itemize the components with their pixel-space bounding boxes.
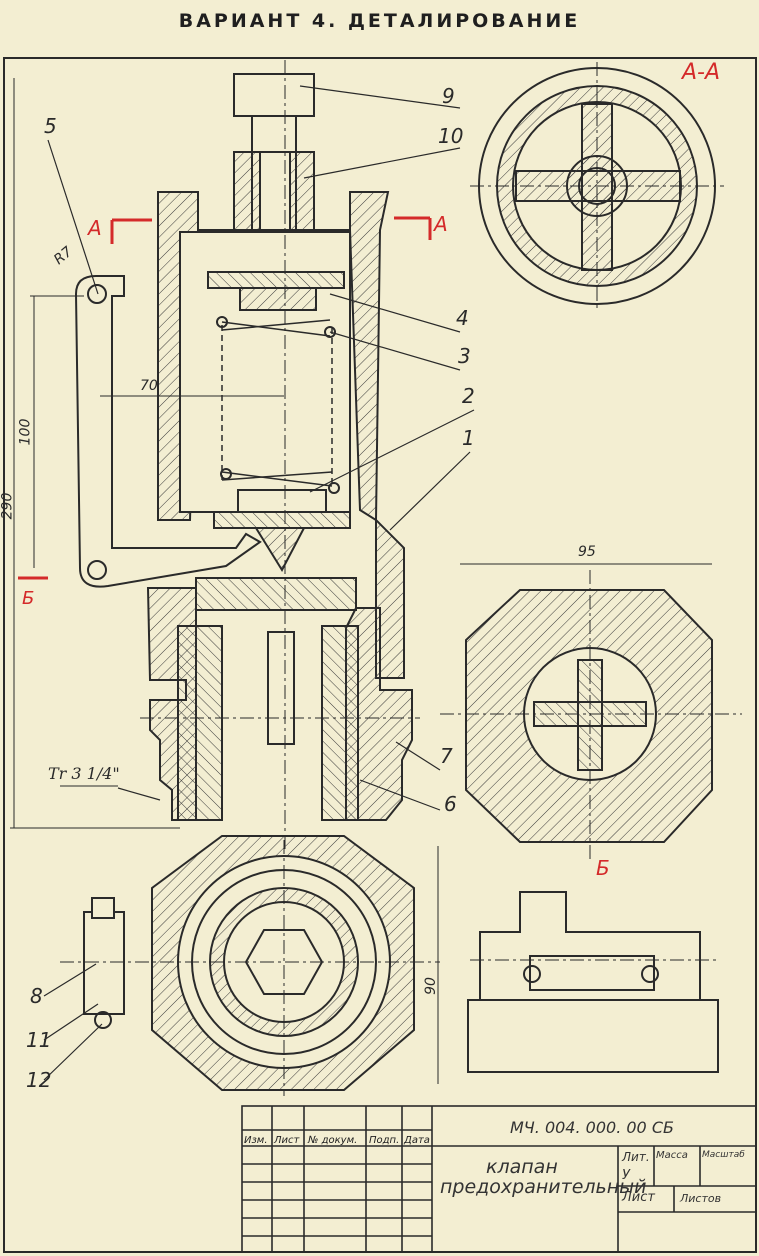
drawing-code: МЧ. 004. 000. 00 СБ <box>510 1118 674 1137</box>
header-izm: Изм. <box>244 1135 268 1146</box>
section-aa <box>470 62 724 312</box>
callout-9: 9 <box>442 84 455 108</box>
callout-2: 2 <box>462 384 475 408</box>
dim-90: 90 <box>422 977 439 995</box>
callout-5: 5 <box>44 114 57 138</box>
callout-10: 10 <box>438 124 464 148</box>
callout-12: 12 <box>26 1068 52 1092</box>
callout-4: 4 <box>456 306 469 330</box>
section-a-left-label: А <box>88 216 102 240</box>
lit-value: У <box>622 1168 630 1183</box>
drawing-name-line2: предохранительный <box>440 1176 647 1198</box>
lit-header: Лит. <box>622 1150 650 1164</box>
dim-95: 95 <box>578 544 596 560</box>
view-b <box>467 891 720 1073</box>
callout-3: 3 <box>458 344 471 368</box>
dim-290: 290 <box>0 492 16 520</box>
lever <box>74 275 262 588</box>
header-list: Лист <box>274 1135 300 1146</box>
section-aa-label: А-А <box>682 60 721 85</box>
dim-100: 100 <box>17 418 34 446</box>
dim-70: 70 <box>140 378 158 394</box>
callout-7: 7 <box>440 744 453 768</box>
list-label: Лист <box>622 1190 655 1205</box>
callout-6: 6 <box>444 792 457 816</box>
title-block-frame <box>241 1105 757 1253</box>
callout-11: 11 <box>26 1028 52 1052</box>
header-podp: Подп. <box>369 1135 400 1146</box>
drawing-name-line1: клапан <box>486 1156 558 1178</box>
callout-8: 8 <box>30 984 43 1008</box>
view-b-label: Б <box>596 856 610 880</box>
main-section-view <box>140 60 420 850</box>
listov-label: Листов <box>680 1192 722 1205</box>
view-b-mark: Б <box>22 588 35 609</box>
dim-thread: Tr 3 1/4" <box>48 764 120 783</box>
header-data: Дата <box>404 1135 430 1146</box>
masshtab-header: Масштаб <box>702 1150 745 1160</box>
top-view <box>60 835 440 1096</box>
section-a-right-label: А <box>434 212 448 236</box>
massa-header: Масса <box>656 1150 688 1161</box>
page-title: ВАРИАНТ 4. ДЕТАЛИРОВАНИЕ <box>178 10 581 32</box>
octagon-section <box>440 570 742 860</box>
callout-1: 1 <box>462 426 475 450</box>
header-doc: № докум. <box>308 1135 358 1146</box>
